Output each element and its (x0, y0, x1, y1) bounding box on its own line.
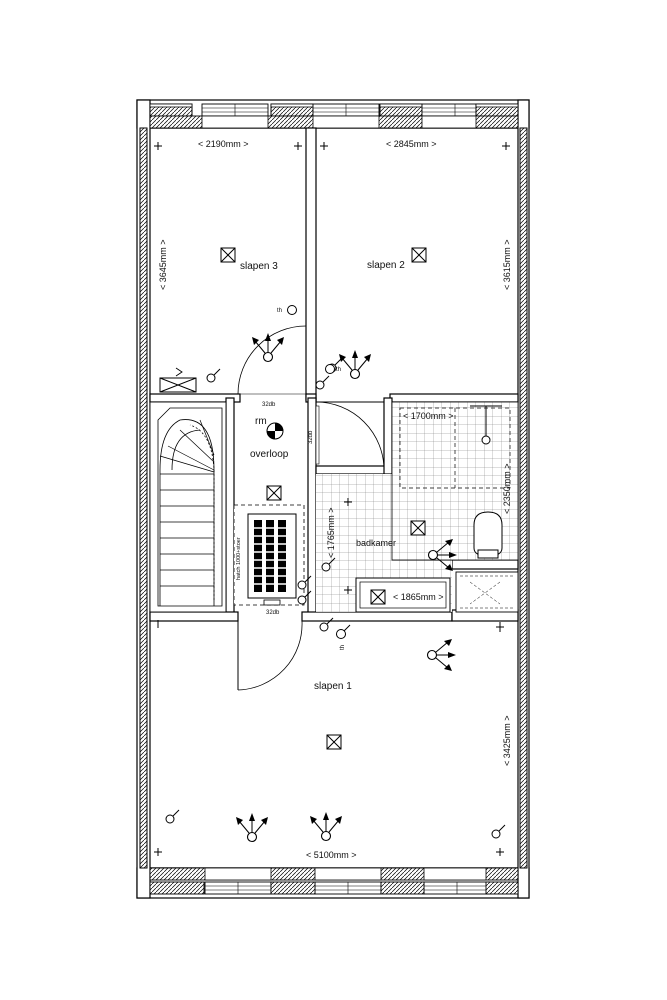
socket-icon (338, 349, 372, 380)
dimension-2350: < 2350mm > (502, 463, 512, 514)
thermostat-icon (287, 305, 297, 315)
dimension-3425: < 3425mm > (502, 715, 512, 766)
room-label-badkamer: badkamer (356, 538, 396, 548)
db-label-landing-bottom: 32db (266, 610, 280, 616)
room-label-slapen2: slapen 2 (367, 260, 405, 271)
switch-icon (315, 375, 330, 390)
thermostat-label: th (277, 308, 282, 314)
staircase (149, 401, 227, 613)
dimension-1765: < 1765mm > (326, 507, 336, 558)
ventilation-icon (370, 589, 386, 605)
socket-icon (426, 638, 457, 672)
switch-icon (491, 824, 506, 839)
dimension-2845: < 2845mm > (386, 139, 437, 149)
ventilation-icon (326, 734, 342, 750)
ventilation-icon (411, 247, 427, 263)
dimension-1700: < 1700mm > (403, 411, 454, 421)
roof-hatch (233, 504, 305, 606)
thermostat-label: th (340, 645, 346, 650)
dimension-1865: < 1865mm > (393, 592, 444, 602)
db-label-landing-top: 32db (262, 402, 276, 408)
radiator-icon (159, 367, 197, 393)
smoke-detector-icon (266, 422, 284, 440)
thermostat-icon (336, 629, 346, 639)
db-label-side: 32db (308, 430, 314, 444)
dimension-3615: < 3615mm > (502, 239, 512, 290)
thermostat-label: th (336, 367, 341, 373)
socket-icon (235, 812, 269, 843)
switch-icon (206, 368, 221, 383)
socket-icon (309, 811, 343, 842)
bottom-facade-windows (149, 867, 519, 895)
bathroom-floor (316, 401, 519, 613)
room-label-slapen1: slapen 1 (314, 681, 352, 692)
room-label-slapen3: slapen 3 (240, 261, 278, 272)
smoke-detector-label: rm (255, 416, 267, 427)
ventilation-icon (410, 520, 426, 536)
dimension-5100: < 5100mm > (306, 850, 357, 860)
dimension-2190: < 2190mm > (198, 139, 249, 149)
fixtures (154, 142, 510, 856)
top-facade-windows (149, 103, 519, 129)
switch-icon (165, 809, 180, 824)
doors (237, 325, 385, 691)
thermostat-icon (325, 364, 335, 374)
room-label-overloop: overloop (250, 449, 289, 460)
hatch-label: hatch 1000+stoer (236, 537, 242, 580)
ventilation-icon (266, 485, 282, 501)
dimension-3645: < 3645mm > (158, 239, 168, 290)
ventilation-icon (220, 247, 236, 263)
